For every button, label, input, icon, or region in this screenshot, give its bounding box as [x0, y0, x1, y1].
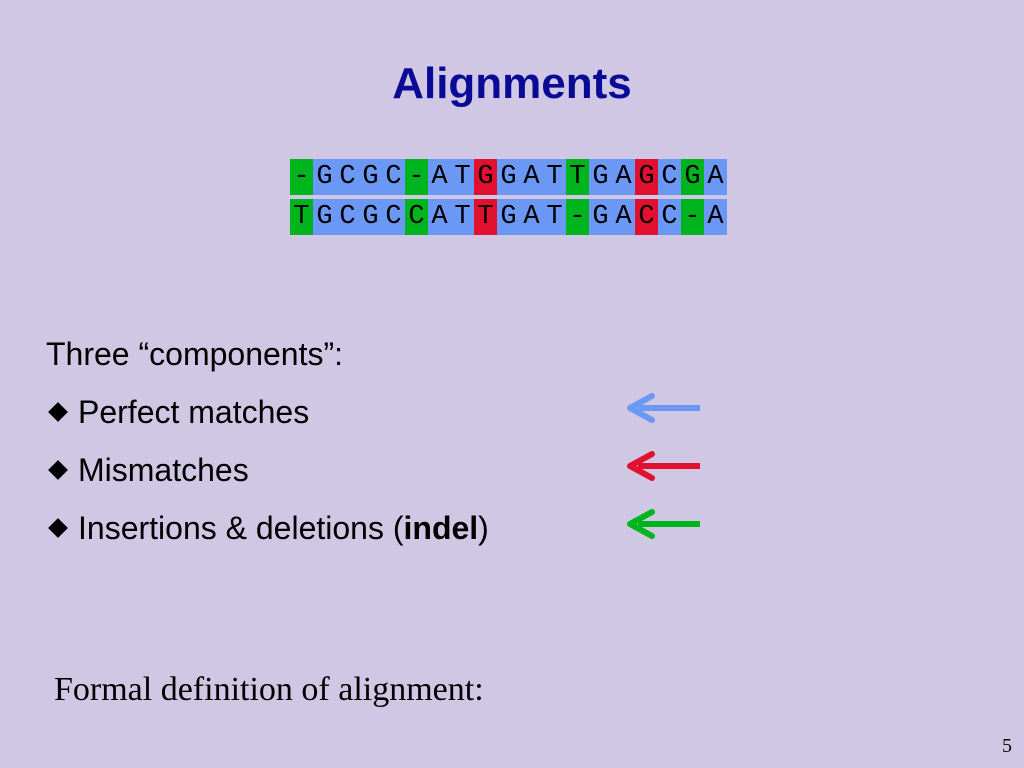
alignment-cell-match: C: [382, 159, 405, 195]
alignment-cell-match: A: [428, 159, 451, 195]
alignment-cell-mismatch: G: [474, 159, 497, 195]
alignment-cell-match: C: [336, 159, 359, 195]
alignment-cell-mismatch: G: [635, 159, 658, 195]
alignment-cell-match: G: [589, 159, 612, 195]
alignment-cell-indel: C: [405, 199, 428, 235]
bullet-indels: Insertions & deletions (indel): [46, 506, 489, 550]
bullet-label: Mismatches: [78, 452, 249, 488]
alignment-cell-match: A: [428, 199, 451, 235]
diamond-bullet-icon: [48, 518, 68, 538]
alignment-cell-indel: -: [566, 199, 589, 235]
alignment-cell-match: C: [336, 199, 359, 235]
slide-title: Alignments: [392, 59, 632, 108]
alignment-cell-match: G: [313, 159, 336, 195]
alignment-cell-match: C: [382, 199, 405, 235]
alignment-cell-match: C: [658, 199, 681, 235]
alignment-cell-mismatch: C: [635, 199, 658, 235]
alignment-cell-indel: -: [405, 159, 428, 195]
alignment-cell-match: T: [451, 159, 474, 195]
alignment-cell-match: G: [589, 199, 612, 235]
alignment-cell-match: A: [704, 159, 727, 195]
page-number: 5: [1002, 735, 1012, 757]
alignment-cell-match: G: [359, 159, 382, 195]
intro-text: Three “components”:: [46, 336, 344, 372]
bullet-label-prefix: Insertions & deletions (: [78, 510, 404, 546]
alignment-cell-match: A: [612, 159, 635, 195]
alignment-cell-match: A: [520, 159, 543, 195]
alignment-cell-indel: T: [566, 159, 589, 195]
bullet-label: Perfect matches: [78, 394, 310, 430]
alignment-cell-match: T: [451, 199, 474, 235]
alignment-cell-indel: G: [681, 159, 704, 195]
alignment-cell-indel: -: [290, 159, 313, 195]
bullet-perfect-matches: Perfect matches: [46, 390, 489, 434]
alignment-cell-mismatch: T: [474, 199, 497, 235]
bullet-label-bold: indel: [403, 510, 479, 546]
alignment-cell-match: G: [359, 199, 382, 235]
alignment-cell-match: T: [543, 199, 566, 235]
alignment-cell-match: A: [612, 199, 635, 235]
alignment-cell-match: G: [313, 199, 336, 235]
alignment-cell-match: T: [543, 159, 566, 195]
alignment-cell-match: A: [704, 199, 727, 235]
bullet-label-suffix: ): [478, 510, 489, 546]
formal-definition-text: Formal definition of alignment:: [54, 671, 484, 708]
diamond-bullet-icon: [48, 402, 68, 422]
bullet-mismatches: Mismatches: [46, 448, 489, 492]
alignment-cell-match: G: [497, 199, 520, 235]
alignment-cell-indel: T: [290, 199, 313, 235]
component-list: Three “components”: Perfect matches Mism…: [46, 332, 489, 564]
diamond-bullet-icon: [48, 460, 68, 480]
alignment-cell-match: C: [658, 159, 681, 195]
alignment-cell-match: A: [520, 199, 543, 235]
alignment-cell-indel: -: [681, 199, 704, 235]
alignment-cell-match: G: [497, 159, 520, 195]
